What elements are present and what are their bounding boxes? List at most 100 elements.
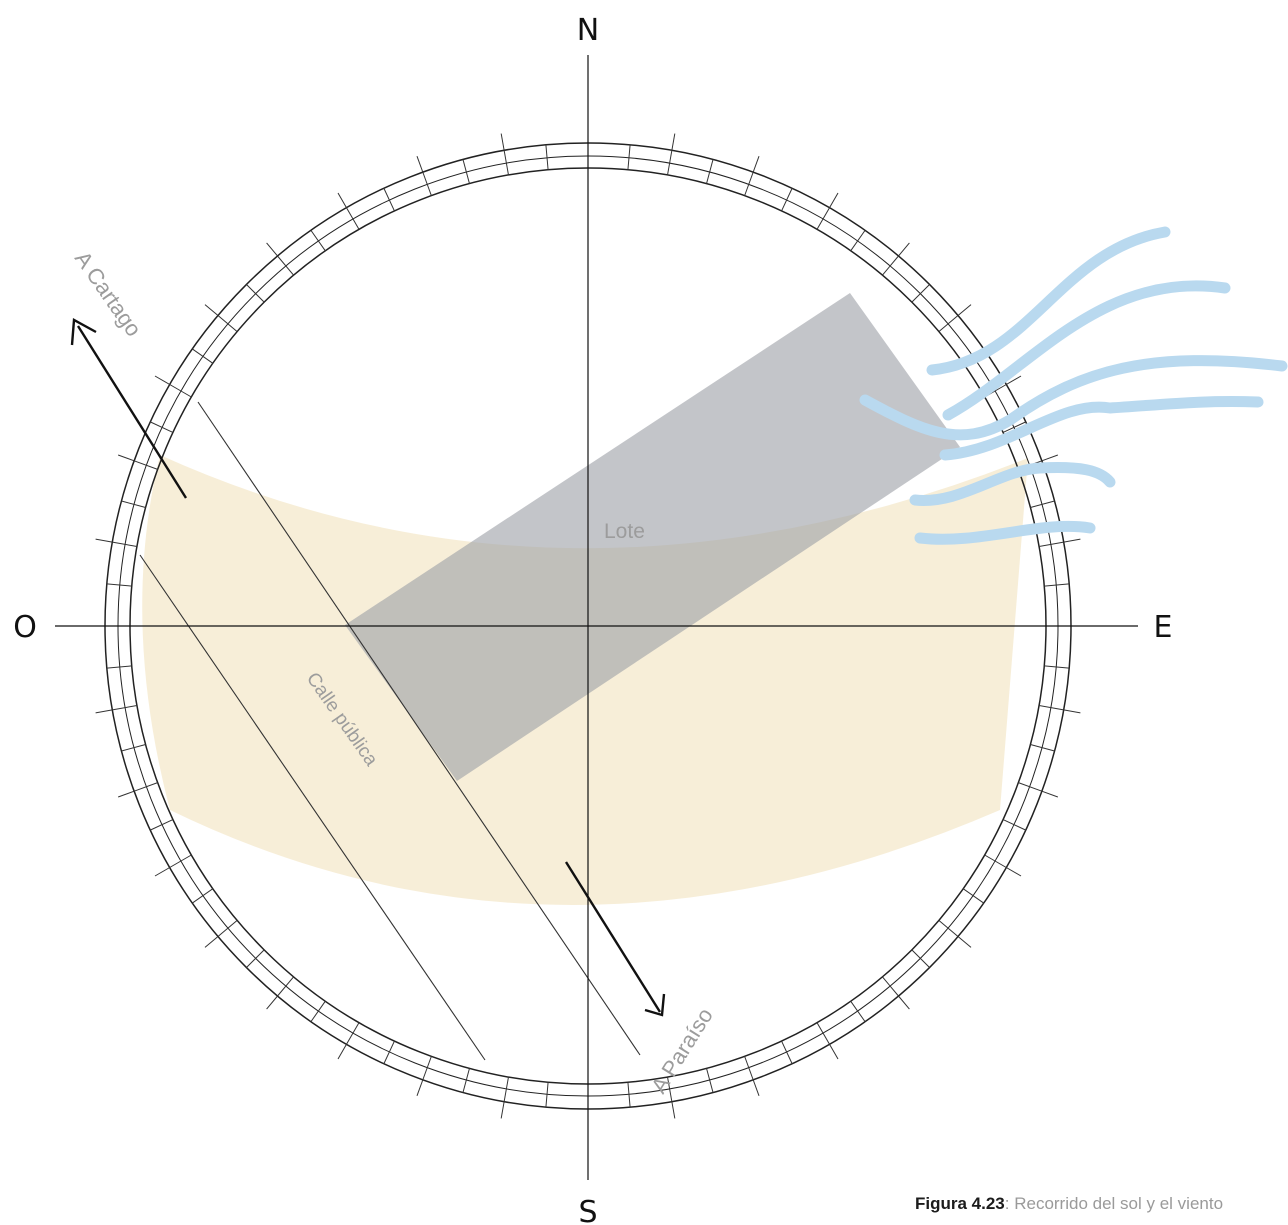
compass-outer-tick	[337, 1044, 347, 1060]
compass-tick	[744, 1056, 754, 1081]
compass-outer-tick	[416, 155, 424, 173]
figure-number: Figura 4.23	[915, 1194, 1005, 1213]
compass-tick	[112, 541, 138, 547]
compass-tick	[545, 1082, 549, 1108]
figure-caption-text: : Recorrido del sol y el viento	[1004, 1194, 1224, 1213]
street-line-south	[139, 554, 486, 1061]
compass-tick	[938, 315, 959, 332]
compass-tick	[217, 315, 238, 332]
arrow-to-paraiso	[564, 861, 666, 1017]
compass-outer-tick	[1006, 867, 1022, 877]
compass-tick	[133, 782, 158, 792]
compass-tick	[706, 159, 714, 184]
compass-tick	[882, 976, 899, 997]
compass-tick	[169, 854, 192, 868]
compass-outer-tick	[898, 242, 910, 257]
compass-outer-tick	[95, 709, 113, 714]
compass-tick	[106, 665, 132, 669]
compass-tick	[217, 920, 238, 937]
compass-tick	[882, 255, 899, 276]
compass-tick	[150, 421, 174, 433]
compass-tick	[1030, 744, 1055, 752]
compass-tick	[1018, 782, 1043, 792]
compass-outer-tick	[117, 790, 135, 798]
compass-tick	[1002, 421, 1026, 433]
figure-caption: Figura 4.23: Recorrido del sol y el vien…	[915, 1194, 1288, 1214]
compass-outer-tick	[154, 867, 170, 877]
compass-tick	[816, 1022, 830, 1045]
compass-tick	[911, 284, 930, 303]
wind-line-1	[926, 226, 1171, 376]
compass-outer-tick	[337, 192, 347, 208]
compass-outer-tick	[266, 995, 278, 1010]
arrow-to-cartago	[70, 318, 188, 499]
compass-tick	[1038, 541, 1064, 547]
compass-tick	[150, 819, 174, 831]
lot-shape	[345, 293, 960, 781]
paraiso-label: A Paraíso	[646, 1004, 718, 1098]
compass-outer-tick	[266, 242, 278, 257]
compass-tick	[422, 171, 432, 196]
compass-tick	[850, 1000, 866, 1022]
compass-tick	[667, 1076, 673, 1102]
east-label: E	[1154, 610, 1173, 645]
compass-tick	[422, 1056, 432, 1081]
compass-outer-tick	[1063, 538, 1081, 543]
compass-outer-tick	[500, 133, 505, 151]
compass-tick	[121, 500, 146, 508]
compass-outer-tick	[829, 192, 839, 208]
compass-tick	[277, 976, 294, 997]
wind-line-5	[909, 462, 1116, 506]
compass-tick	[383, 1040, 395, 1064]
wind-line-2	[942, 280, 1231, 421]
compass-outer-tick	[95, 538, 113, 543]
compass-tick	[346, 207, 360, 230]
compass-tick	[1044, 583, 1070, 587]
compass-tick	[246, 284, 265, 303]
compass-tick	[781, 188, 793, 212]
compass-tick	[503, 1076, 509, 1102]
compass-tick	[503, 150, 509, 176]
compass-tick	[545, 144, 549, 170]
compass-outer-tick	[500, 1101, 505, 1119]
compass-tick	[706, 1068, 714, 1093]
compass-tick	[112, 705, 138, 711]
compass-tick	[310, 230, 326, 252]
compass-tick	[667, 150, 673, 176]
compass-outer-tick	[829, 1044, 839, 1060]
wind-line-3	[859, 355, 1288, 441]
compass-tick	[310, 1000, 326, 1022]
compass-outer-tick	[671, 1101, 676, 1119]
compass-outer-tick	[204, 936, 219, 948]
compass-tick	[962, 888, 984, 904]
compass-tick	[1044, 665, 1070, 669]
compass-tick	[169, 384, 192, 398]
compass-outer-tick	[117, 454, 135, 462]
compass-tick	[911, 949, 930, 968]
compass-outer-tick	[671, 133, 676, 151]
compass-outer-tick	[154, 375, 170, 385]
compass-outer-tick	[957, 304, 972, 316]
compass-tick	[192, 348, 214, 364]
compass-outer-tick	[898, 995, 910, 1010]
cartago-label: A Cartago	[70, 247, 147, 341]
compass-tick	[627, 144, 631, 170]
lot-label: Lote	[604, 520, 645, 543]
compass-outer-tick	[416, 1079, 424, 1097]
compass-tick	[938, 920, 959, 937]
compass-tick	[850, 230, 866, 252]
compass-tick	[346, 1022, 360, 1045]
compass-tick	[106, 583, 132, 587]
compass-tick	[984, 854, 1007, 868]
compass-tick	[1038, 705, 1064, 711]
wind-line-6	[914, 520, 1096, 545]
compass-outer-tick	[204, 304, 219, 316]
compass-tick	[781, 1040, 793, 1064]
compass-tick	[816, 207, 830, 230]
compass-outer-tick	[957, 936, 972, 948]
compass-tick	[462, 1068, 470, 1093]
compass-tick	[744, 171, 754, 196]
wind-line-4	[939, 396, 1264, 461]
compass-outer-tick	[1063, 709, 1081, 714]
